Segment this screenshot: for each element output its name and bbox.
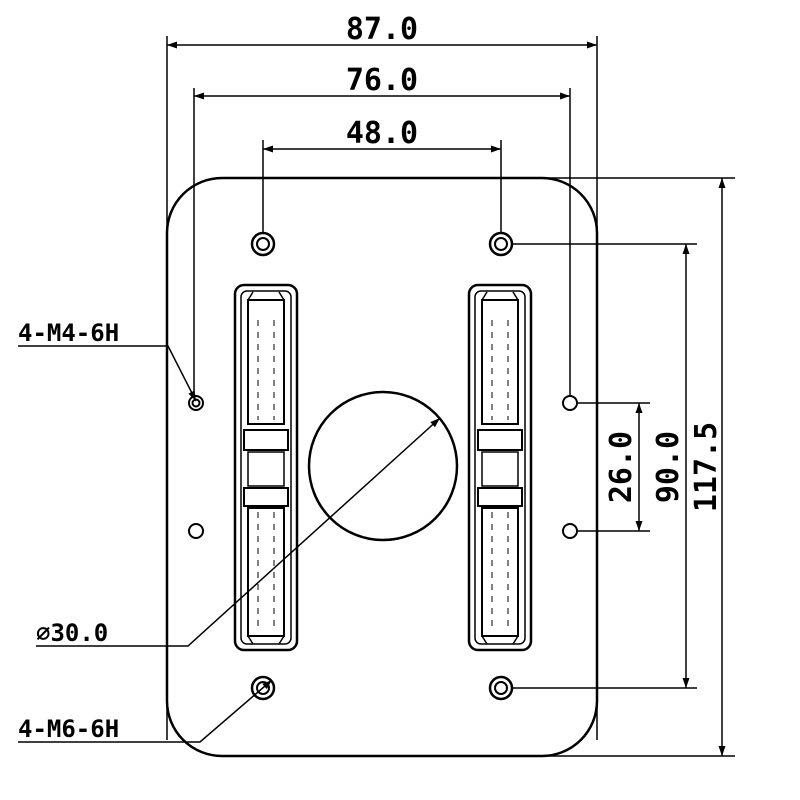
dim-text-76: 76.0 [346, 63, 418, 98]
leader-m4 [18, 345, 197, 402]
m6-hole-bottom-right [488, 675, 514, 701]
m4-hole-upper-right [562, 395, 578, 411]
m4-hole-lower-right [562, 523, 578, 539]
vertical-dimension-lines [635, 178, 726, 756]
slot-right [467, 283, 533, 652]
leader-lines [18, 345, 441, 743]
callout-center-hole: ⌀30.0 [36, 619, 108, 647]
m4-hole-lower-left [188, 523, 204, 539]
m6-holes [250, 231, 514, 701]
plate-outline [165, 176, 599, 758]
dim-text-87: 87.0 [346, 12, 418, 47]
dim-text-117-5: 117.5 [689, 422, 724, 512]
dim-text-90: 90.0 [651, 431, 686, 503]
callout-m4-holes: 4-M4-6H [18, 319, 119, 347]
dim-text-26: 26.0 [604, 431, 639, 503]
leader-center [36, 417, 441, 647]
m6-hole-top-left [250, 231, 276, 257]
m6-hole-top-right [488, 231, 514, 257]
extension-lines [166, 36, 735, 757]
center-hole [307, 390, 459, 542]
m4-hole-upper-left [188, 395, 204, 411]
slot-left [233, 283, 299, 652]
dim-text-48: 48.0 [346, 116, 418, 151]
callout-m6-holes: 4-M6-6H [18, 715, 119, 743]
horizontal-dimension-lines [167, 41, 597, 153]
leader-m6 [18, 679, 273, 743]
